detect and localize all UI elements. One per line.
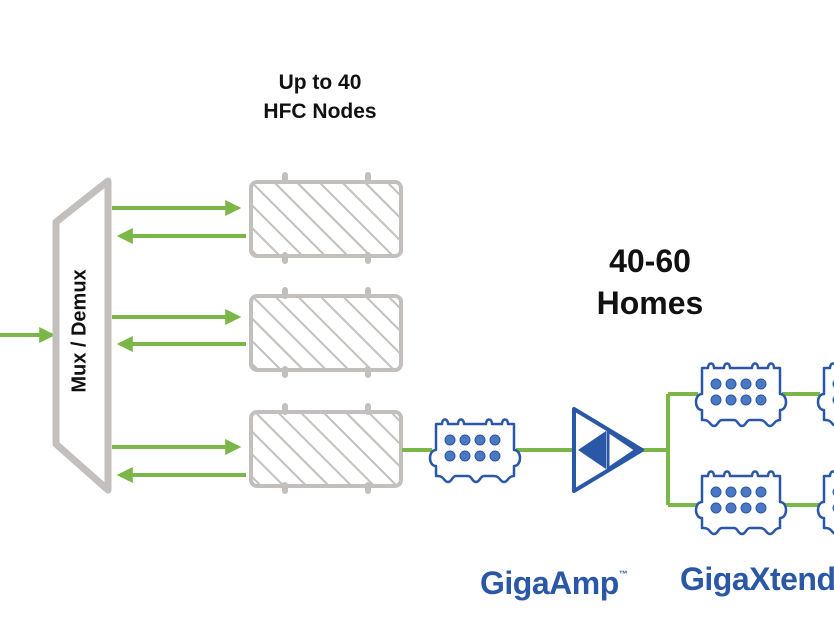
- gigaxtend-device-icon: [694, 470, 788, 536]
- gigaamp-name: GigaAmp: [480, 565, 619, 601]
- mux-demux-block: [52, 177, 112, 494]
- gigaxtend-device-icon: [428, 418, 522, 484]
- gigaxtend-device-1: [428, 418, 522, 484]
- nodes-line-2: HFC Nodes: [263, 100, 377, 123]
- hatched-node-enclosure-icon: [249, 172, 403, 264]
- gigaxtend-device-4: [816, 362, 834, 428]
- gigaxtend-device-3: [694, 470, 788, 536]
- nodes-line-1: Up to 40: [278, 71, 362, 94]
- gigaamp-trademark: ™: [618, 569, 628, 579]
- mux-node-links: [112, 200, 246, 483]
- hfc-node-3: [249, 403, 403, 494]
- gigaamp-label: GigaAmp™: [480, 565, 628, 602]
- hatched-node-enclosure-icon: [249, 403, 403, 494]
- homes-line-2: Homes: [596, 285, 704, 321]
- gigaxtend-device-5: [816, 470, 834, 536]
- gigaxtend-device-icon: [816, 362, 834, 428]
- gigaxtend-label: GigaXtend: [680, 561, 834, 597]
- cable-links: [402, 392, 820, 507]
- mux-demux-label: Mux / Demux: [68, 269, 91, 393]
- hfc-node-2: [249, 287, 403, 378]
- nodes-count-label: Up to 40 HFC Nodes: [250, 68, 390, 126]
- gigaxtend-device-2: [694, 362, 788, 428]
- hfc-node-1: [249, 172, 403, 264]
- hatched-node-enclosure-icon: [249, 287, 403, 378]
- amplifier-triangle-icon: [572, 407, 644, 493]
- homes-line-1: 40-60: [609, 243, 691, 279]
- homes-count-label: 40-60 Homes: [585, 240, 715, 324]
- gigaxtend-device-icon: [694, 362, 788, 428]
- gigaxtend-device-icon: [816, 470, 834, 536]
